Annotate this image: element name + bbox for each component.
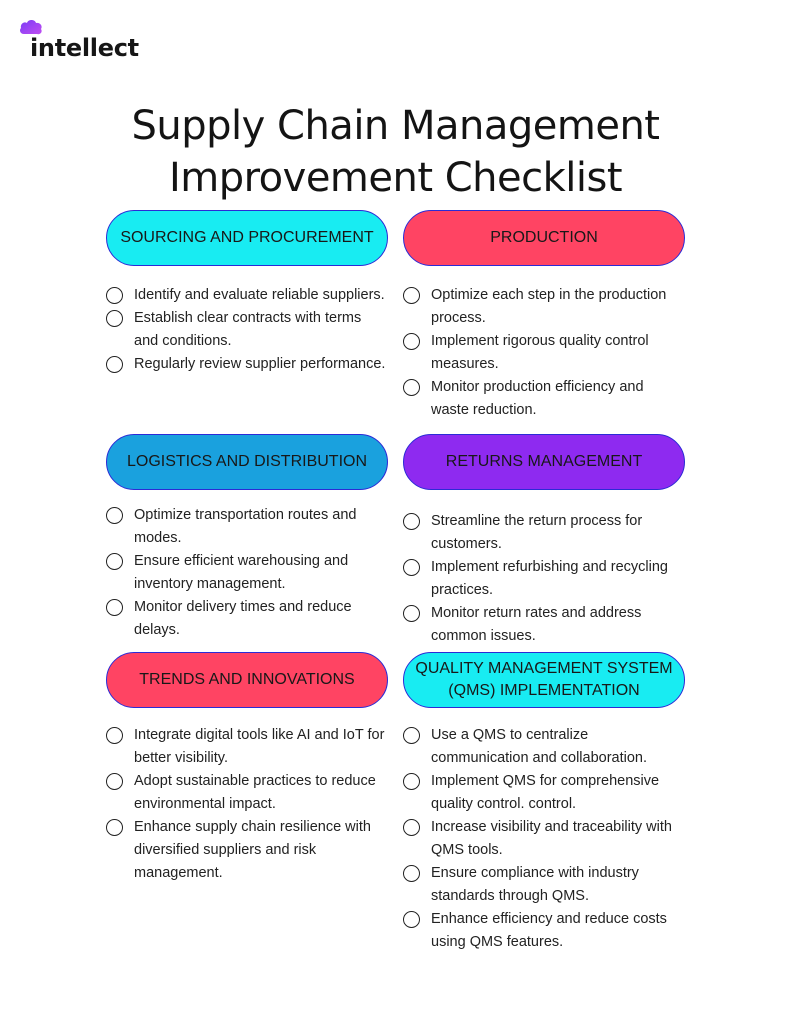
checkbox-circle-icon[interactable] <box>106 310 123 327</box>
checkbox-circle-icon[interactable] <box>403 911 420 928</box>
list-item: Establish clear contracts with terms and… <box>106 307 388 353</box>
item-text: Ensure compliance with industry standard… <box>431 865 639 904</box>
checkbox-circle-icon[interactable] <box>106 773 123 790</box>
checkbox-circle-icon[interactable] <box>106 599 123 616</box>
item-text: Implement QMS for comprehensive quality … <box>431 773 660 812</box>
item-text: Enhance supply chain resilience with div… <box>134 819 371 881</box>
item-text: Monitor production efficiency and waste … <box>431 379 644 418</box>
item-text: Streamline the return process for custom… <box>431 513 643 552</box>
section-sourcing: SOURCING AND PROCUREMENT Identify and ev… <box>106 210 388 376</box>
checkbox-circle-icon[interactable] <box>106 356 123 373</box>
checkbox-circle-icon[interactable] <box>403 605 420 622</box>
list-item: Monitor production efficiency and waste … <box>403 376 685 422</box>
item-text: Optimize each step in the production pro… <box>431 287 667 326</box>
list-item: Increase visibility and traceability wit… <box>403 816 685 862</box>
checkbox-circle-icon[interactable] <box>106 507 123 524</box>
item-text: Enhance efficiency and reduce costs usin… <box>431 911 667 950</box>
item-text: Implement refurbishing and recycling pra… <box>431 559 668 598</box>
list-item: Implement rigorous quality control measu… <box>403 330 685 376</box>
section-header-trends: TRENDS AND INNOVATIONS <box>106 652 388 708</box>
checkbox-circle-icon[interactable] <box>403 559 420 576</box>
checkbox-circle-icon[interactable] <box>403 727 420 744</box>
checkbox-circle-icon[interactable] <box>403 865 420 882</box>
list-item: Monitor return rates and address common … <box>403 602 685 648</box>
checklist-logistics: Optimize transportation routes and modes… <box>106 504 388 642</box>
section-returns: RETURNS MANAGEMENT Streamline the return… <box>403 434 685 648</box>
item-text: Optimize transportation routes and modes… <box>134 507 357 546</box>
checkbox-circle-icon[interactable] <box>403 379 420 396</box>
list-item: Monitor delivery times and reduce delays… <box>106 596 388 642</box>
item-text: Increase visibility and traceability wit… <box>431 819 672 858</box>
item-text: Use a QMS to centralize communication an… <box>431 727 648 766</box>
brand-name: intellect <box>30 34 139 62</box>
checkbox-circle-icon[interactable] <box>106 727 123 744</box>
section-production: PRODUCTION Optimize each step in the pro… <box>403 210 685 422</box>
section-header-qms-line-1: QUALITY MANAGEMENT SYSTEM <box>415 660 673 677</box>
checkbox-circle-icon[interactable] <box>403 287 420 304</box>
section-qms: QUALITY MANAGEMENT SYSTEM (QMS) IMPLEMEN… <box>403 652 685 954</box>
section-header-qms: QUALITY MANAGEMENT SYSTEM (QMS) IMPLEMEN… <box>403 652 685 708</box>
list-item: Enhance supply chain resilience with div… <box>106 816 388 885</box>
list-item: Ensure efficient warehousing and invento… <box>106 550 388 596</box>
brand-logo: intellect <box>18 18 139 62</box>
item-text: Integrate digital tools like AI and IoT … <box>134 727 385 766</box>
checklist-returns: Streamline the return process for custom… <box>403 510 685 648</box>
list-item: Adopt sustainable practices to reduce en… <box>106 770 388 816</box>
list-item: Ensure compliance with industry standard… <box>403 862 685 908</box>
page-title: Supply Chain Management Improvement Chec… <box>0 100 791 204</box>
list-item: Streamline the return process for custom… <box>403 510 685 556</box>
checkbox-circle-icon[interactable] <box>106 553 123 570</box>
list-item: Use a QMS to centralize communication an… <box>403 724 685 770</box>
checkbox-circle-icon[interactable] <box>106 287 123 304</box>
section-header-returns: RETURNS MANAGEMENT <box>403 434 685 490</box>
checklist-sourcing: Identify and evaluate reliable suppliers… <box>106 284 388 376</box>
checkbox-circle-icon[interactable] <box>403 333 420 350</box>
section-header-qms-line-2: (QMS) IMPLEMENTATION <box>448 682 640 699</box>
checkbox-circle-icon[interactable] <box>106 819 123 836</box>
checklist-production: Optimize each step in the production pro… <box>403 284 685 422</box>
item-text: Monitor return rates and address common … <box>431 605 642 644</box>
list-item: Optimize transportation routes and modes… <box>106 504 388 550</box>
item-text: Establish clear contracts with terms and… <box>134 310 362 349</box>
list-item: Integrate digital tools like AI and IoT … <box>106 724 388 770</box>
section-trends: TRENDS AND INNOVATIONS Integrate digital… <box>106 652 388 885</box>
list-item: Implement QMS for comprehensive quality … <box>403 770 685 816</box>
item-text: Monitor delivery times and reduce delays… <box>134 599 352 638</box>
section-header-sourcing: SOURCING AND PROCUREMENT <box>106 210 388 266</box>
item-text: Ensure efficient warehousing and invento… <box>134 553 349 592</box>
list-item: Implement refurbishing and recycling pra… <box>403 556 685 602</box>
list-item: Enhance efficiency and reduce costs usin… <box>403 908 685 954</box>
item-text: Regularly review supplier performance. <box>134 356 386 372</box>
checkbox-circle-icon[interactable] <box>403 773 420 790</box>
checkbox-circle-icon[interactable] <box>403 819 420 836</box>
list-item: Optimize each step in the production pro… <box>403 284 685 330</box>
section-logistics: LOGISTICS AND DISTRIBUTION Optimize tran… <box>106 434 388 642</box>
section-header-production: PRODUCTION <box>403 210 685 266</box>
title-line-2: Improvement Checklist <box>168 155 623 201</box>
list-item: Identify and evaluate reliable suppliers… <box>106 284 388 307</box>
item-text: Implement rigorous quality control measu… <box>431 333 649 372</box>
item-text: Identify and evaluate reliable suppliers… <box>134 287 385 303</box>
cloud-brain-icon <box>20 20 42 35</box>
checklist-trends: Integrate digital tools like AI and IoT … <box>106 724 388 885</box>
item-text: Adopt sustainable practices to reduce en… <box>134 773 376 812</box>
checklist-qms: Use a QMS to centralize communication an… <box>403 724 685 954</box>
list-item: Regularly review supplier performance. <box>106 353 388 376</box>
title-line-1: Supply Chain Management <box>131 103 661 149</box>
checkbox-circle-icon[interactable] <box>403 513 420 530</box>
section-header-logistics: LOGISTICS AND DISTRIBUTION <box>106 434 388 490</box>
